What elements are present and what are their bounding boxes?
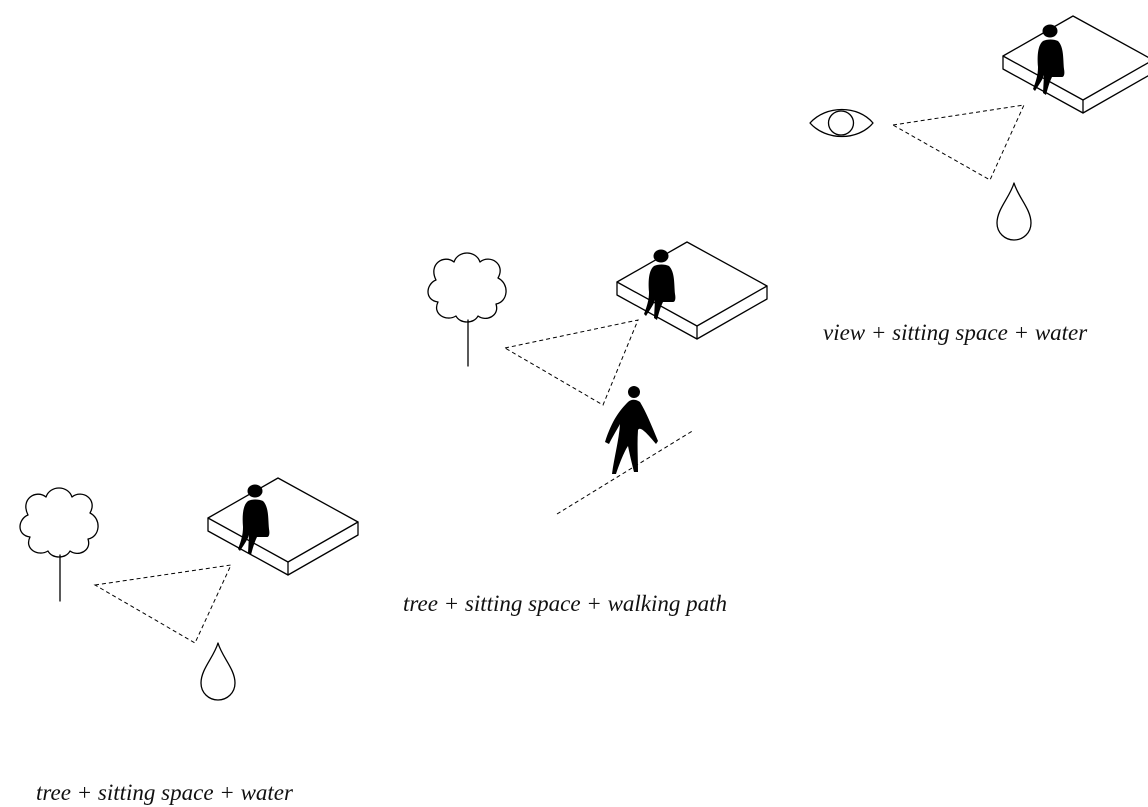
caption-tree-sitting-walking: tree + sitting space + walking path	[403, 591, 728, 616]
caption-view-sitting-water: view + sitting space + water	[823, 320, 1088, 345]
group-tree-sitting-water	[19, 477, 359, 701]
water-drop-icon	[996, 182, 1032, 241]
tree-icon	[19, 487, 99, 602]
group-view-sitting-water	[809, 15, 1148, 241]
sitting-block-icon	[616, 241, 768, 340]
eye-icon	[809, 109, 874, 137]
sight-lines	[503, 319, 639, 406]
sight-lines	[891, 104, 1025, 181]
water-drop-icon	[200, 642, 236, 701]
sight-lines	[93, 564, 232, 644]
walking-person-icon	[605, 386, 658, 474]
walking-path	[556, 429, 695, 515]
sitting-person-icon	[644, 249, 676, 320]
sitting-block-icon	[207, 477, 359, 576]
sitting-person-icon	[1033, 24, 1065, 95]
sitting-person-icon	[238, 484, 270, 555]
group-tree-sitting-walking	[427, 241, 768, 515]
caption-tree-sitting-water: tree + sitting space + water	[36, 780, 293, 805]
tree-icon	[427, 252, 507, 367]
sitting-block-icon	[1002, 15, 1148, 114]
